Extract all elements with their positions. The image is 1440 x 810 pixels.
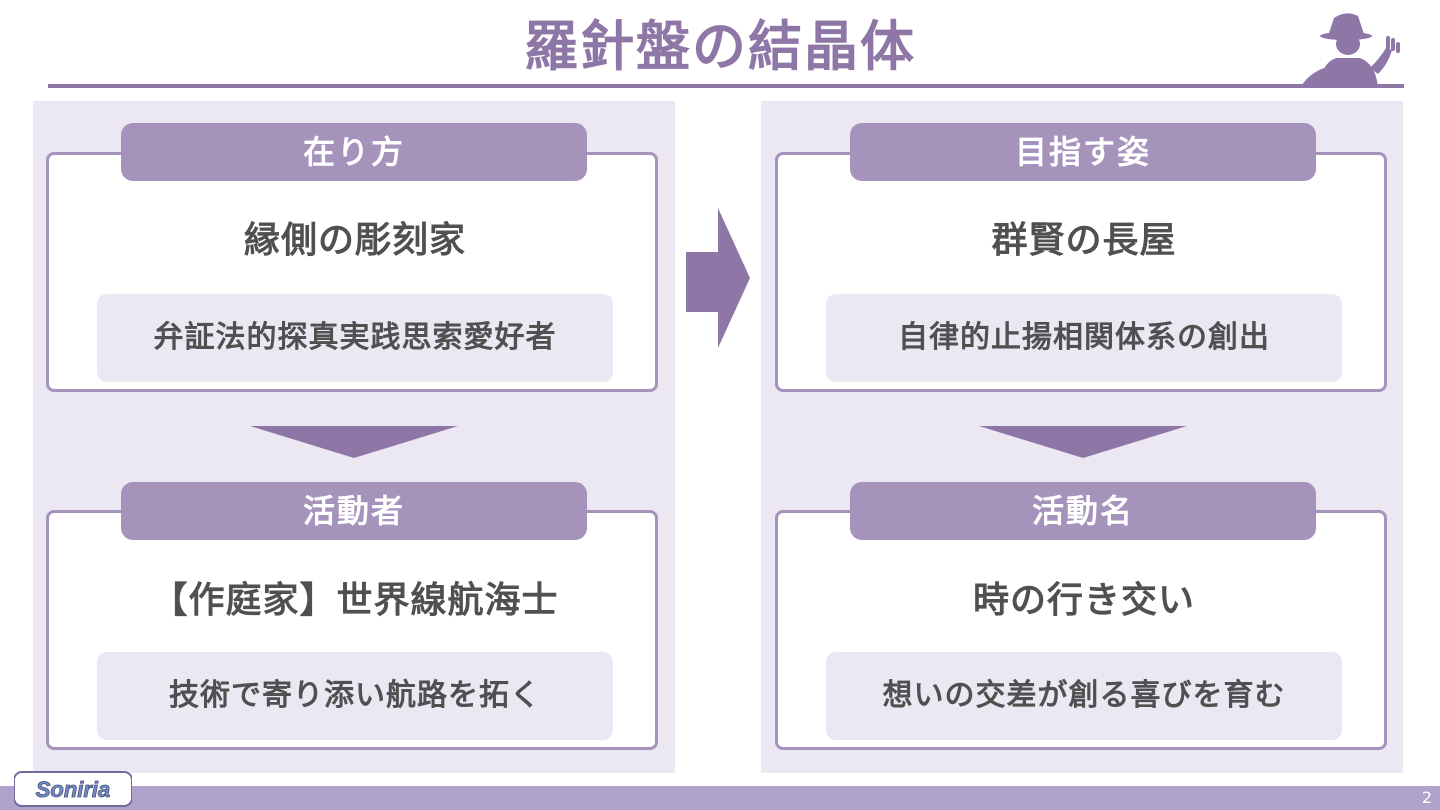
right-bottom-sub-box: 想いの交差が創る喜びを育む xyxy=(826,652,1342,740)
left-bottom-main-text: 【作庭家】世界線航海士 xyxy=(151,580,559,621)
slide-title: 羅針盤の結晶体 xyxy=(524,15,916,78)
footer-bar xyxy=(0,786,1440,810)
right-bottom-header: 活動名 xyxy=(850,482,1316,540)
detective-silhouette-icon xyxy=(1294,13,1404,88)
right-top-sub-box: 自律的止揚相関体系の創出 xyxy=(826,294,1342,382)
arrow-down-icon xyxy=(979,426,1187,458)
left-top-card: 縁側の彫刻家 弁証法的探真実践思索愛好者 xyxy=(46,152,658,392)
arrow-down-icon xyxy=(250,426,458,458)
right-top-card: 群賢の長屋 自律的止揚相関体系の創出 xyxy=(775,152,1387,392)
logo-text: Soniria xyxy=(36,777,111,802)
left-top-header: 在り方 xyxy=(121,123,587,181)
left-top-main-text: 縁側の彫刻家 xyxy=(243,220,466,261)
right-top-main-text: 群賢の長屋 xyxy=(991,220,1177,261)
left-bottom-card: 【作庭家】世界線航海士 技術で寄り添い航路を拓く xyxy=(46,510,658,750)
left-top-sub-box: 弁証法的探真実践思索愛好者 xyxy=(97,294,613,382)
left-bottom-sub-box: 技術で寄り添い航路を拓く xyxy=(97,652,613,740)
page-number: 2 xyxy=(1421,788,1432,807)
arrow-right-icon xyxy=(686,208,750,348)
left-bottom-header: 活動者 xyxy=(121,482,587,540)
title-underline xyxy=(48,84,1392,88)
right-top-header: 目指す姿 xyxy=(850,123,1316,181)
soniria-logo: Soniria xyxy=(14,771,132,807)
right-bottom-main-text: 時の行き交い xyxy=(972,580,1195,621)
right-bottom-card: 時の行き交い 想いの交差が創る喜びを育む xyxy=(775,510,1387,750)
